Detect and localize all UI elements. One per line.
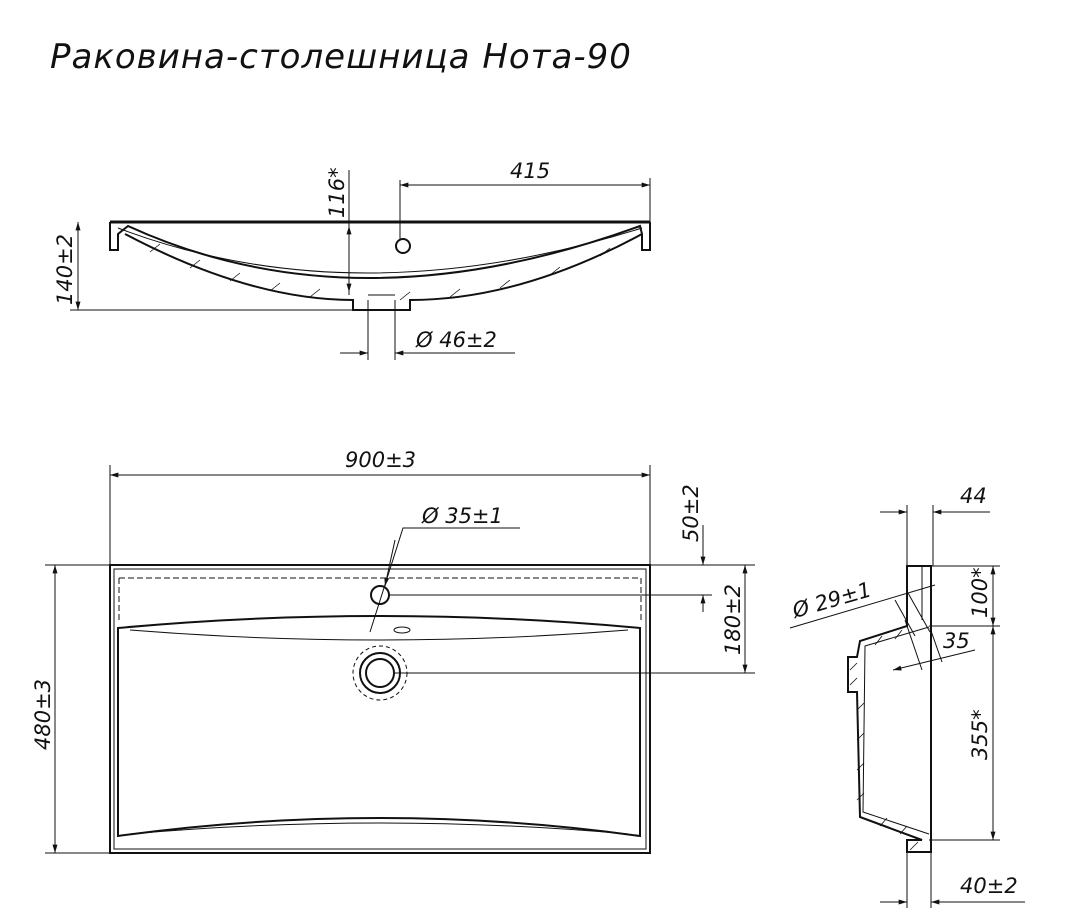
bowl-outline: [117, 615, 641, 838]
front-view: 415 116* 140±2 Ø 46±2: [53, 159, 651, 360]
section-outline: [847, 565, 932, 853]
dim-180: 180±2: [721, 584, 745, 655]
top-view: 900±3 480±3 Ø 35±1 50±2 180±2: [31, 448, 755, 854]
basin-outline: [109, 222, 651, 279]
section-hatching: [149, 243, 611, 301]
basin-inner-line: [117, 227, 643, 274]
dim-drain-diameter: Ø 46±2: [415, 328, 497, 352]
drawing-title: Раковина-столешница Нота-90: [50, 37, 632, 77]
dim-overflow-diameter: Ø 29±1: [789, 577, 874, 623]
dim-50: 50±2: [679, 484, 703, 542]
overflow-icon: [393, 626, 411, 634]
dim-480: 480±3: [31, 679, 55, 750]
basin-outer-line: [124, 233, 643, 311]
dim-415: 415: [510, 159, 550, 183]
dim-900: 900±3: [345, 448, 416, 472]
dim-140: 140±2: [53, 234, 77, 305]
dim-100: 100*: [968, 567, 992, 618]
countertop-outline: [109, 564, 651, 854]
dim-35: 35: [943, 629, 970, 653]
dim-44: 44: [960, 484, 987, 508]
dim-40: 40±2: [960, 874, 1018, 898]
tap-hole-icon: [395, 238, 411, 254]
dim-116: 116*: [325, 167, 349, 218]
side-view: 44 Ø 29±1 35 100* 355* 40±2: [789, 484, 1025, 908]
dim-355: 355*: [968, 709, 992, 760]
drain-icon: [365, 658, 395, 688]
dim-tap-hole: Ø 35±1: [421, 504, 503, 528]
